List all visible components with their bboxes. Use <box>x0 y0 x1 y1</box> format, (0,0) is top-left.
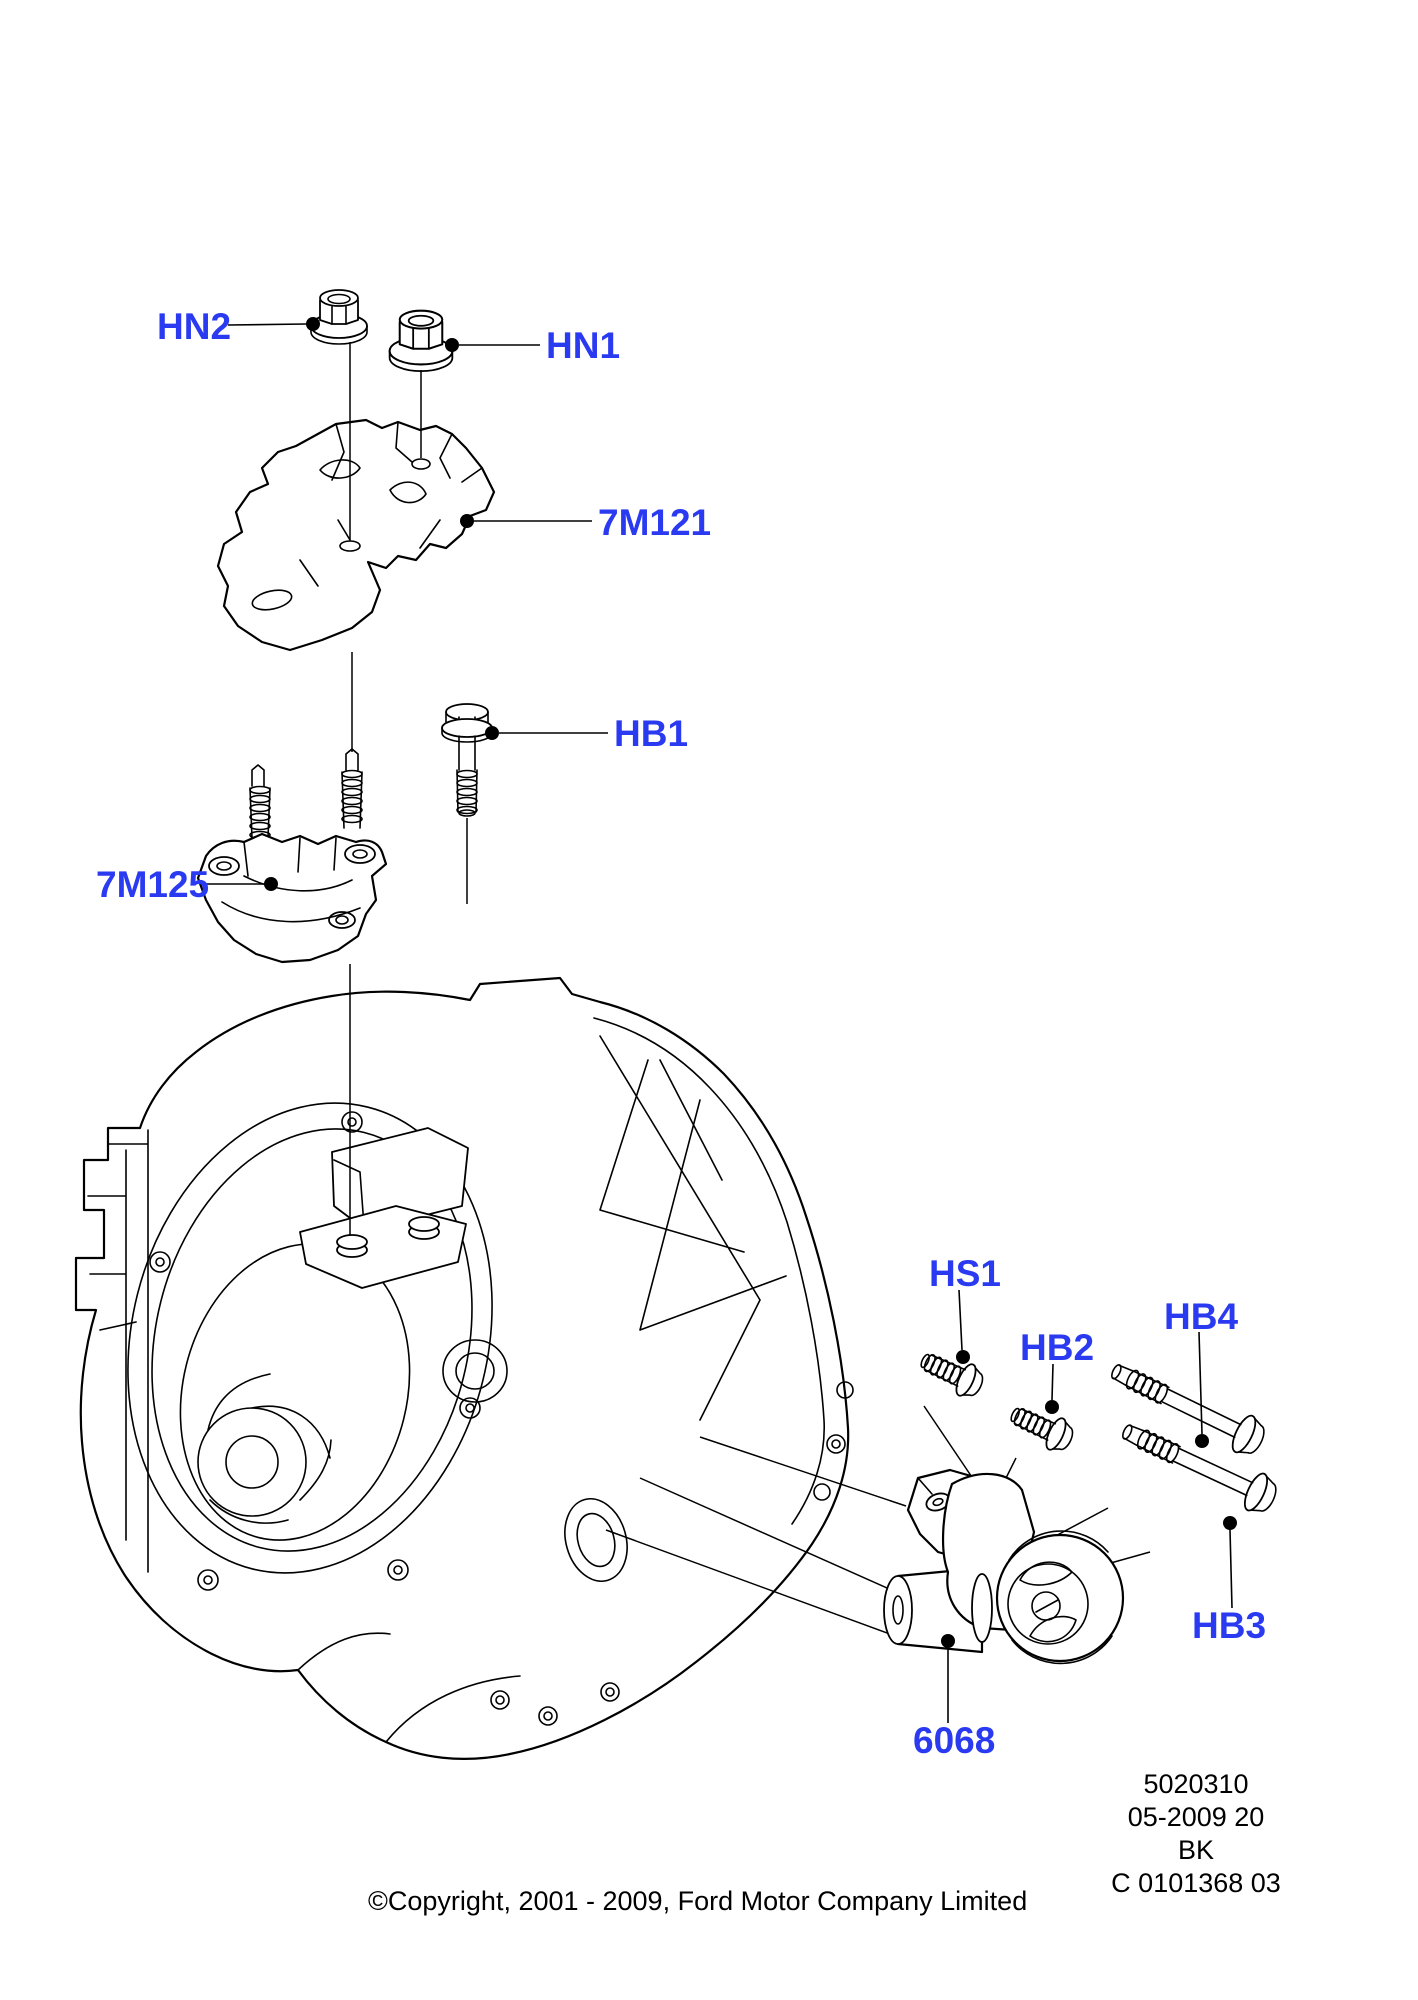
reference-block: 5020310 05-2009 20 BK C 0101368 03 <box>1111 1769 1281 1898</box>
part-label-7m125: 7M125 <box>96 864 209 905</box>
part-labels: HN2 HN1 7M121 HB1 7M125 HS1 HB2 HB4 HB3 … <box>96 306 1266 1761</box>
bolt-hb1-drawing <box>441 703 493 904</box>
bolt-hs1-drawing <box>920 1353 984 1397</box>
part-label-hs1: HS1 <box>929 1253 1001 1294</box>
ref-date-code: 05-2009 20 <box>1128 1802 1265 1832</box>
part-label-hb1: HB1 <box>614 713 688 754</box>
transmission-case-drawing <box>74 976 854 1760</box>
ref-market-code: BK <box>1178 1835 1214 1865</box>
nut-hn1-drawing <box>388 309 454 373</box>
bracket-7m121-drawing <box>216 418 496 652</box>
bolt-hb3-drawing <box>1122 1424 1277 1512</box>
part-label-hb3: HB3 <box>1192 1605 1266 1646</box>
mount-7m125-drawing <box>196 748 388 964</box>
part-label-6068: 6068 <box>913 1720 995 1761</box>
nut-hn2-drawing <box>310 289 368 345</box>
bolt-hb2-drawing <box>1010 1407 1074 1451</box>
part-label-hb2: HB2 <box>1020 1327 1094 1368</box>
part-label-hb4: HB4 <box>1164 1296 1238 1337</box>
ref-drawing-number: C 0101368 03 <box>1111 1868 1281 1898</box>
copyright-text: ©Copyright, 2001 - 2009, Ford Motor Comp… <box>368 1886 1027 1916</box>
part-label-7m121: 7M121 <box>598 502 711 543</box>
footer: ©Copyright, 2001 - 2009, Ford Motor Comp… <box>368 1769 1281 1916</box>
leader-lines <box>206 317 1237 1723</box>
part-label-hn2: HN2 <box>157 306 231 347</box>
rear-mount-6068-drawing <box>883 1472 1125 1665</box>
bolt-hb4-drawing <box>1111 1364 1265 1454</box>
ref-catalog-number: 5020310 <box>1143 1769 1248 1799</box>
part-label-hn1: HN1 <box>546 325 620 366</box>
